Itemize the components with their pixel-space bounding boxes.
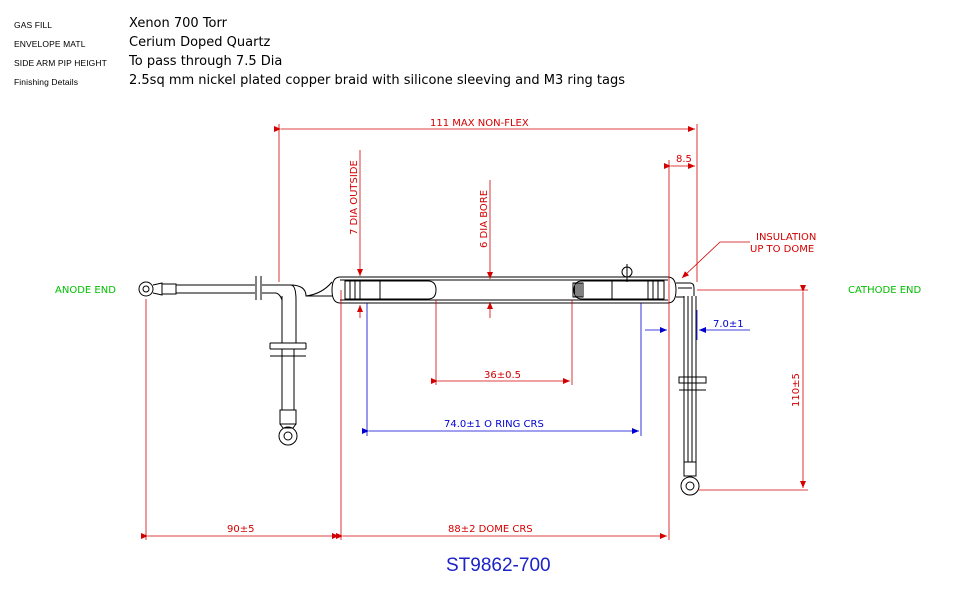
- dim-cathode-offset-label: 7.0±1: [713, 319, 744, 330]
- dim-side-offset-label: 8.5: [676, 154, 692, 165]
- spec-value: 2.5sq mm nickel plated copper braid with…: [129, 73, 626, 88]
- cathode-end-label: CATHODE END: [848, 285, 922, 296]
- spec-value: Cerium Doped Quartz: [129, 35, 271, 50]
- side-arm-ferrule: [279, 409, 297, 425]
- dimension-lines: [141, 124, 808, 540]
- anode-electrode: [360, 280, 437, 300]
- spec-row-finishing: Finishing Details 2.5sq mm nickel plated…: [0, 73, 973, 91]
- dim-cathode-lead-label: 110±5: [791, 373, 802, 407]
- lamp-body: [138, 264, 707, 496]
- cathode-electrode: [573, 280, 648, 300]
- dim-dia-outside-label: 7 DIA OUTSIDE: [349, 160, 360, 235]
- spec-table: GAS FILL Xenon 700 Torr ENVELOPE MATL Ce…: [0, 0, 973, 100]
- side-arm-inner: [262, 292, 283, 301]
- cathode-pipe: [676, 282, 695, 296]
- spec-value: To pass through 7.5 Dia: [129, 54, 283, 69]
- dim-dome-crs-label: 88±2 DOME CRS: [448, 524, 533, 535]
- cathode-ferrule: [683, 461, 697, 477]
- cathode-ring-hole: [685, 481, 695, 491]
- spec-label: SIDE ARM PIP HEIGHT: [14, 58, 107, 68]
- spec-row-envelope: ENVELOPE MATL Cerium Doped Quartz: [0, 35, 973, 53]
- part-number: ST9862-700: [446, 555, 551, 576]
- dim-max-non-flex-label: 111 MAX NON-FLEX: [430, 118, 529, 129]
- spec-label: GAS FILL: [14, 20, 53, 30]
- side-arm-ring-hole: [283, 431, 293, 441]
- spec-row-gas-fill: GAS FILL Xenon 700 Torr: [0, 16, 973, 34]
- anode-crimp: [152, 282, 163, 296]
- cathode-seal: [647, 280, 665, 300]
- cathode-ring-tag: [680, 476, 700, 496]
- dim-o-ring-crs-label: 74.0±1 O RING CRS: [444, 419, 544, 430]
- dim-anode-lead-label: 90±5: [227, 524, 254, 535]
- side-arm-neck: [305, 281, 333, 297]
- side-arm-ring-tag: [278, 426, 298, 446]
- insulation-label-1: INSULATION: [756, 232, 816, 243]
- spec-label: ENVELOPE MATL: [14, 39, 86, 49]
- anode-seal: [344, 280, 361, 300]
- spec-label: Finishing Details: [14, 77, 79, 87]
- blue-dimension-lines: [362, 303, 750, 436]
- anode-ring-hole: [142, 285, 150, 293]
- anode-ring-tag: [138, 281, 154, 297]
- spec-row-side-arm: SIDE ARM PIP HEIGHT To pass through 7.5 …: [0, 54, 973, 72]
- anode-end-label: ANODE END: [55, 285, 116, 296]
- dim-bore-length-label: 36±0.5: [484, 370, 521, 381]
- spec-value: Xenon 700 Torr: [129, 16, 227, 31]
- insulation-label-2: UP TO DOME: [750, 244, 814, 255]
- cathode-tip: [572, 282, 584, 298]
- side-arm-outer: [289, 284, 297, 343]
- anode-ferrule: [161, 283, 177, 295]
- dim-dia-bore-label: 6 DIA BORE: [479, 190, 490, 248]
- quartz-envelope: [331, 276, 677, 304]
- cathode-sleeve-clamp: [678, 376, 707, 384]
- insulation-leader: [681, 241, 750, 279]
